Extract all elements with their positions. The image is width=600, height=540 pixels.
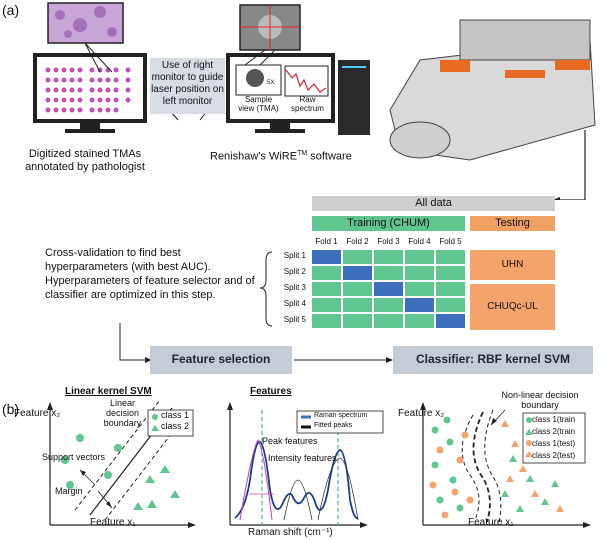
fold-cell <box>312 282 341 296</box>
split-label: Split 1 <box>283 251 306 260</box>
classifier-stage: Classifier: RBF kernel SVM <box>393 346 593 374</box>
rbf-boundary-label: Non-linear decision boundary <box>501 390 579 410</box>
features-legend-spectrum: Raman spectrum <box>314 412 368 419</box>
fold-cell <box>436 250 465 264</box>
linear-svm-title: Linear kernel SVM <box>65 386 152 397</box>
fold-cell <box>312 298 341 312</box>
software-trademark: TM <box>297 150 308 157</box>
linear-x-label: Feature x₁ <box>90 517 136 528</box>
fold-cell <box>312 266 341 280</box>
sample-view-label: Sample view (TMA) <box>238 95 279 113</box>
fold-cell <box>374 250 403 264</box>
raw-spectrum-label: Raw spectrum <box>291 95 324 113</box>
fold-cell-validation <box>374 282 403 296</box>
instrument-illustration <box>33 2 596 200</box>
panel-label-b: (b) <box>2 401 20 417</box>
fold-label: Fold 3 <box>377 237 400 246</box>
fold-label: Fold 2 <box>346 237 369 246</box>
fold-label: Fold 4 <box>408 237 431 246</box>
tma-caption: Digitized stained TMAs annotated by path… <box>25 148 145 173</box>
features-legend-peaks: Fitted peaks <box>314 422 353 429</box>
training-header: Training (CHUM) <box>312 216 465 231</box>
fold-label: Fold 1 <box>315 237 338 246</box>
split-label: Split 3 <box>283 283 306 292</box>
intensity-features-label: Intensity features <box>268 453 337 463</box>
rbf-legend-class1-test: class 1(test) <box>532 439 576 448</box>
cv-description: Cross-validation to find best hyperparam… <box>45 247 255 301</box>
split-label: Split 2 <box>283 267 306 276</box>
rbf-legend-class1-train: class 1(train <box>532 415 576 424</box>
rbf-legend-class2-test: class 2(test) <box>532 451 576 460</box>
rbf-x-label: Feature x₁ <box>468 517 514 528</box>
peak-features-label: Peak features <box>262 436 318 446</box>
support-vectors-label: Support vectors <box>42 452 106 462</box>
fold-cell <box>436 266 465 280</box>
zoom-label: 5X <box>267 80 275 86</box>
fold-cell <box>343 282 372 296</box>
software-name: Renishaw's WiRE <box>210 150 298 163</box>
linear-svm-plot <box>47 399 196 528</box>
fold-cell <box>374 266 403 280</box>
software-caption: Renishaw's WiRETM software <box>210 150 352 163</box>
fold-label: Fold 5 <box>439 237 462 246</box>
test-set-uhn: UHN <box>470 250 555 280</box>
fold-cell <box>343 298 372 312</box>
fold-cell <box>405 266 434 280</box>
split-label: Split 5 <box>283 315 306 324</box>
fold-cell-validation <box>436 314 465 328</box>
fold-cell <box>312 314 341 328</box>
fold-cell <box>405 250 434 264</box>
fold-cell <box>343 250 372 264</box>
all-data-header: All data <box>312 196 555 211</box>
panel-label-a: (a) <box>2 2 20 18</box>
fold-cell-validation <box>343 266 372 280</box>
features-x-label: Raman shift (cm⁻¹) <box>248 527 333 538</box>
linear-legend-class2: class 2 <box>161 421 190 431</box>
features-title: Features <box>250 386 292 397</box>
software-suffix: software <box>307 150 352 163</box>
flow-arrows <box>119 251 393 363</box>
fold-cell <box>374 314 403 328</box>
linear-y-label: Feature x₂ <box>14 408 61 419</box>
margin-label: Margin <box>55 486 83 496</box>
linear-boundary-label: Linear decision boundary <box>103 398 142 428</box>
linear-legend-class1: class 1 <box>161 410 190 420</box>
feature-selection-stage: Feature selection <box>150 346 292 374</box>
rbf-legend-class2-train: class 2(train <box>532 427 576 436</box>
fold-cell <box>343 314 372 328</box>
rbf-y-label: Feature x₂ <box>398 408 445 419</box>
fold-cell <box>374 298 403 312</box>
test-set-chuqc: CHUQc-UL <box>470 284 555 330</box>
fold-cell-validation <box>312 250 341 264</box>
testing-header: Testing <box>470 216 555 231</box>
fold-cell <box>436 282 465 296</box>
tma-dot-grid <box>45 67 131 113</box>
fold-cell-validation <box>405 298 434 312</box>
fold-cell <box>405 314 434 328</box>
fold-cell <box>405 282 434 296</box>
fold-cell <box>436 298 465 312</box>
rbf-svm-plot <box>420 402 591 528</box>
features-plot <box>227 402 384 528</box>
split-label: Split 4 <box>283 299 306 308</box>
monitor-note: Use of right monitor to guide laser posi… <box>151 60 224 107</box>
